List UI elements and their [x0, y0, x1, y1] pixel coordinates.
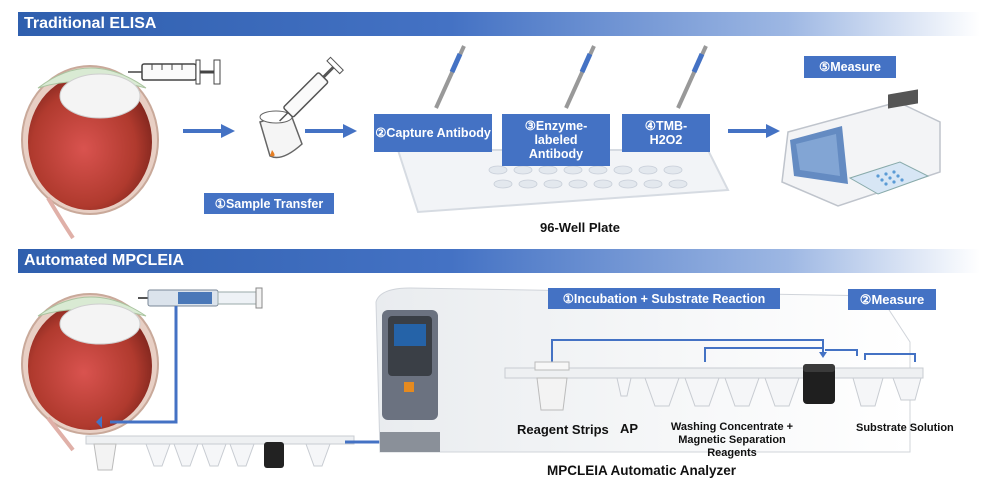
well-plate-caption: 96-Well Plate	[540, 220, 620, 235]
capture-antibody-text: ②Capture Antibody	[375, 126, 491, 140]
flow-arrow-down	[96, 306, 178, 428]
pipette-icon	[564, 45, 596, 109]
tmb-h2o2-text: ④TMB-H2O2	[644, 119, 688, 147]
arrow-right-icon	[183, 124, 235, 138]
reagent-strip-detail	[504, 339, 924, 411]
washing-caption: Washing Concentrate + Magnetic Separatio…	[670, 421, 794, 459]
enzyme-antibody-text: ③Enzyme-labeled Antibody	[524, 119, 588, 161]
pipette-icon	[676, 45, 708, 109]
incubation-text: ①Incubation + Substrate Reaction	[562, 291, 766, 306]
pipette-icon	[434, 45, 466, 109]
reagent-strips-caption: Reagent Strips	[517, 422, 609, 437]
well-plate-illustration	[396, 149, 730, 214]
sample-tube-icon	[259, 56, 344, 159]
measure-label-bottom: ②Measure	[848, 289, 936, 310]
syringe-icon	[128, 59, 221, 85]
arrow-right-icon	[728, 124, 780, 138]
reagent-strip-illustration	[85, 435, 355, 471]
eye-illustration-bottom	[21, 293, 159, 452]
ap-caption: AP	[620, 421, 639, 436]
analyzer-caption: MPCLEIA Automatic Analyzer	[547, 463, 737, 478]
measure-label-top: ⑤Measure	[804, 56, 896, 78]
sample-transfer-text: ①Sample Transfer	[214, 196, 324, 211]
automated-mpcleia-banner: Automated MPCLEIA	[18, 249, 980, 273]
traditional-elisa-banner: Traditional ELISA	[18, 12, 980, 36]
capture-antibody-label: ②Capture Antibody	[374, 114, 492, 152]
enzyme-antibody-label: ③Enzyme-labeled Antibody	[502, 114, 610, 166]
incubation-label: ①Incubation + Substrate Reaction	[548, 288, 780, 309]
sample-transfer-label: ①Sample Transfer	[204, 193, 334, 214]
automated-mpcleia-title: Automated MPCLEIA	[24, 252, 184, 269]
sampling-syringe-icon	[138, 287, 263, 309]
substrate-caption: Substrate Solution	[856, 422, 954, 434]
arrow-right-icon	[305, 124, 357, 138]
eye-illustration-top	[21, 65, 159, 240]
traditional-elisa-title: Traditional ELISA	[24, 15, 157, 32]
tmb-h2o2-label: ④TMB-H2O2	[622, 114, 710, 152]
measure-text-top: ⑤Measure	[819, 60, 881, 74]
plate-reader-illustration	[781, 89, 941, 207]
measure-text-bottom: ②Measure	[859, 291, 925, 307]
